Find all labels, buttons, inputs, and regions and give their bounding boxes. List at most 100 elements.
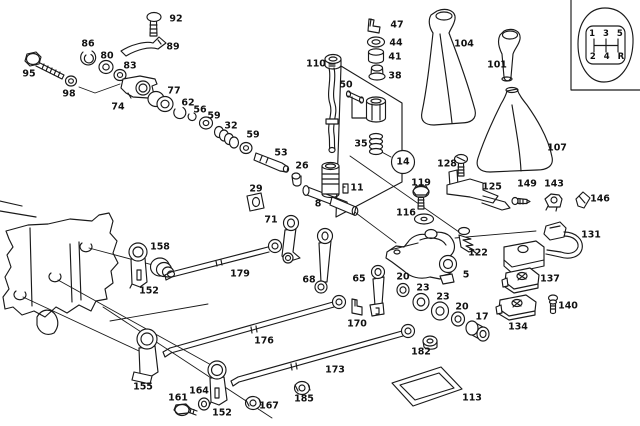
part-label: 113 <box>462 392 482 404</box>
part-71-lever <box>281 214 301 264</box>
part-152-lever-b <box>207 360 228 407</box>
part-53-shaft <box>253 152 290 173</box>
part-label: 161 <box>168 392 188 404</box>
part-label: 164 <box>189 385 209 397</box>
part-label: 149 <box>517 178 537 190</box>
part-8-bearing-tube <box>302 161 359 216</box>
shift-pattern-row-1: 1 3 5 <box>589 28 623 39</box>
part-label: 35 <box>354 138 368 150</box>
part-131-cable-assembly <box>503 221 583 274</box>
part-29-wedge <box>246 192 265 212</box>
detail-callout-box <box>335 65 416 218</box>
part-label: 41 <box>388 51 402 63</box>
part-20-grommet-b <box>450 311 466 327</box>
part-20-grommet-a <box>396 282 410 298</box>
detent-sleeve <box>365 96 387 123</box>
part-label: 77 <box>167 85 181 97</box>
part-32-spring <box>213 125 240 149</box>
part-23-washer-a <box>412 292 430 312</box>
part-161-bolt <box>173 403 198 417</box>
part-83-collar <box>113 68 127 82</box>
callout-circle-14 <box>390 149 416 175</box>
part-122-expansion-clip <box>457 226 477 254</box>
part-label: 92 <box>169 13 183 25</box>
part-158-boot <box>149 257 176 278</box>
part-65-lever <box>369 264 386 317</box>
part-label: 50 <box>339 79 353 91</box>
shift-gate-lines <box>593 38 619 53</box>
part-23-washer-b <box>430 301 450 321</box>
part-59-grommet-a <box>198 116 214 130</box>
leader-lines <box>22 83 537 419</box>
part-125-bracket <box>446 169 511 211</box>
part-label: 158 <box>150 241 170 253</box>
part-label: 104 <box>454 38 474 50</box>
part-label: 185 <box>294 393 314 405</box>
part-101-knob <box>497 28 521 82</box>
part-label: 62 <box>181 97 195 109</box>
part-label: 8 <box>314 198 322 210</box>
part-label: 182 <box>411 346 431 358</box>
part-47-clip <box>367 18 381 34</box>
part-116-washer <box>413 213 435 225</box>
part-98-nut <box>64 75 78 87</box>
part-176-rod <box>162 294 347 358</box>
part-label: 20 <box>396 271 410 283</box>
part-label: 167 <box>259 400 279 412</box>
part-179-rod <box>164 238 283 281</box>
part-164-washer <box>197 397 211 411</box>
part-label: 68 <box>302 274 316 286</box>
part-label: 56 <box>193 104 207 116</box>
part-35-spring <box>368 132 384 156</box>
part-label: 173 <box>325 364 345 376</box>
part-107-boot <box>476 86 553 173</box>
part-label: 23 <box>416 282 430 294</box>
part-143-switch <box>544 193 563 212</box>
part-134-connector-block <box>495 294 537 321</box>
part-label: 53 <box>274 147 288 159</box>
part-label: 83 <box>123 60 137 72</box>
part-128-screw <box>453 153 469 177</box>
part-80-ring <box>98 59 114 75</box>
part-38-nut <box>368 64 386 81</box>
part-185-nut <box>293 380 311 396</box>
part-label: 89 <box>166 41 180 53</box>
part-label: 26 <box>295 160 309 172</box>
part-label: 107 <box>547 142 567 154</box>
part-label: 95 <box>22 68 36 80</box>
part-label: 128 <box>437 158 457 170</box>
part-50-pin <box>345 90 365 104</box>
part-182-grommet <box>422 335 438 350</box>
part-89-lever <box>120 36 167 57</box>
part-label: 116 <box>396 207 416 219</box>
shift-lever-rod <box>325 63 339 154</box>
part-149-plug <box>511 196 531 206</box>
shift-pattern-row-2: 2 4 R <box>589 51 625 62</box>
part-77-bushing <box>147 90 174 113</box>
part-label: 152 <box>212 407 232 419</box>
part-173-rod <box>230 323 416 387</box>
part-167-nut <box>244 395 262 411</box>
part-label: 59 <box>246 129 260 141</box>
part-label: 101 <box>487 59 507 71</box>
part-label: 131 <box>581 229 601 241</box>
part-140-plug <box>547 294 559 315</box>
part-label: 44 <box>389 37 403 49</box>
part-label: 140 <box>558 300 578 312</box>
part-label: 137 <box>540 273 560 285</box>
part-26-bushing <box>291 172 302 187</box>
part-label: 122 <box>468 247 488 259</box>
part-62-clip <box>173 106 187 120</box>
part-label: 65 <box>352 273 366 285</box>
shift-pattern-inset <box>570 0 640 91</box>
part-113-frame <box>391 366 463 407</box>
part-137-connector-block <box>501 267 540 294</box>
part-44-cap <box>366 36 386 48</box>
part-41-bushing <box>367 48 385 64</box>
part-label: 74 <box>111 101 125 113</box>
part-label: 38 <box>388 70 402 82</box>
part-95-bolt <box>24 51 65 80</box>
part-5-base-mount <box>385 228 458 285</box>
